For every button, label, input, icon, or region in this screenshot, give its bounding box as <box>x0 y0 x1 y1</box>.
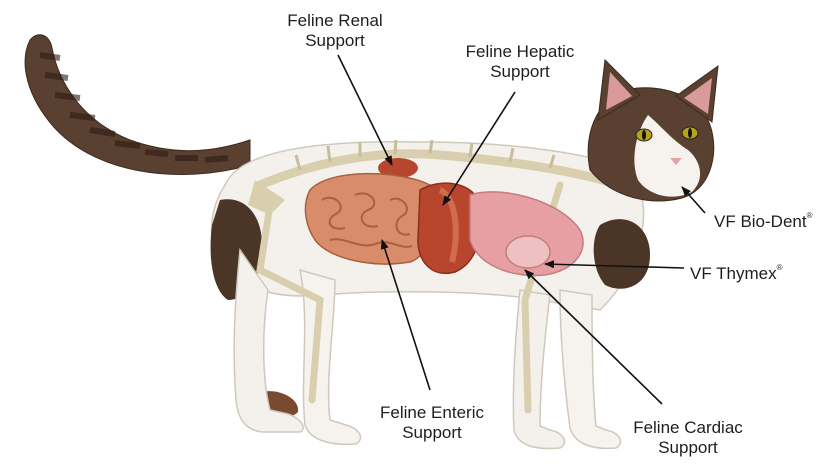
label-hepatic-line1: Feline Hepatic <box>440 42 600 62</box>
front-leg-back <box>513 290 564 448</box>
label-biodent-text: VF Bio-Dent <box>714 212 807 231</box>
label-feline-cardiac: Feline Cardiac Support <box>608 418 768 458</box>
label-enteric-line1: Feline Enteric <box>352 403 512 423</box>
label-cardiac-line2: Support <box>608 438 768 458</box>
label-thymex-text: VF Thymex <box>690 264 777 283</box>
shoulder-patch <box>594 219 650 289</box>
label-vf-thymex: VF Thymex® <box>690 258 783 284</box>
label-cardiac-line1: Feline Cardiac <box>608 418 768 438</box>
heart <box>506 236 550 268</box>
label-feline-enteric: Feline Enteric Support <box>352 403 512 443</box>
label-enteric-line2: Support <box>352 423 512 443</box>
label-hepatic-line2: Support <box>440 62 600 82</box>
label-renal-line1: Feline Renal <box>260 11 410 31</box>
label-feline-renal: Feline Renal Support <box>260 11 410 51</box>
registered-mark-biodent: ® <box>807 211 813 220</box>
label-renal-line2: Support <box>260 31 410 51</box>
label-feline-hepatic: Feline Hepatic Support <box>440 42 600 82</box>
registered-mark-thymex: ® <box>777 263 783 272</box>
label-vf-biodent: VF Bio-Dent® <box>714 206 813 232</box>
